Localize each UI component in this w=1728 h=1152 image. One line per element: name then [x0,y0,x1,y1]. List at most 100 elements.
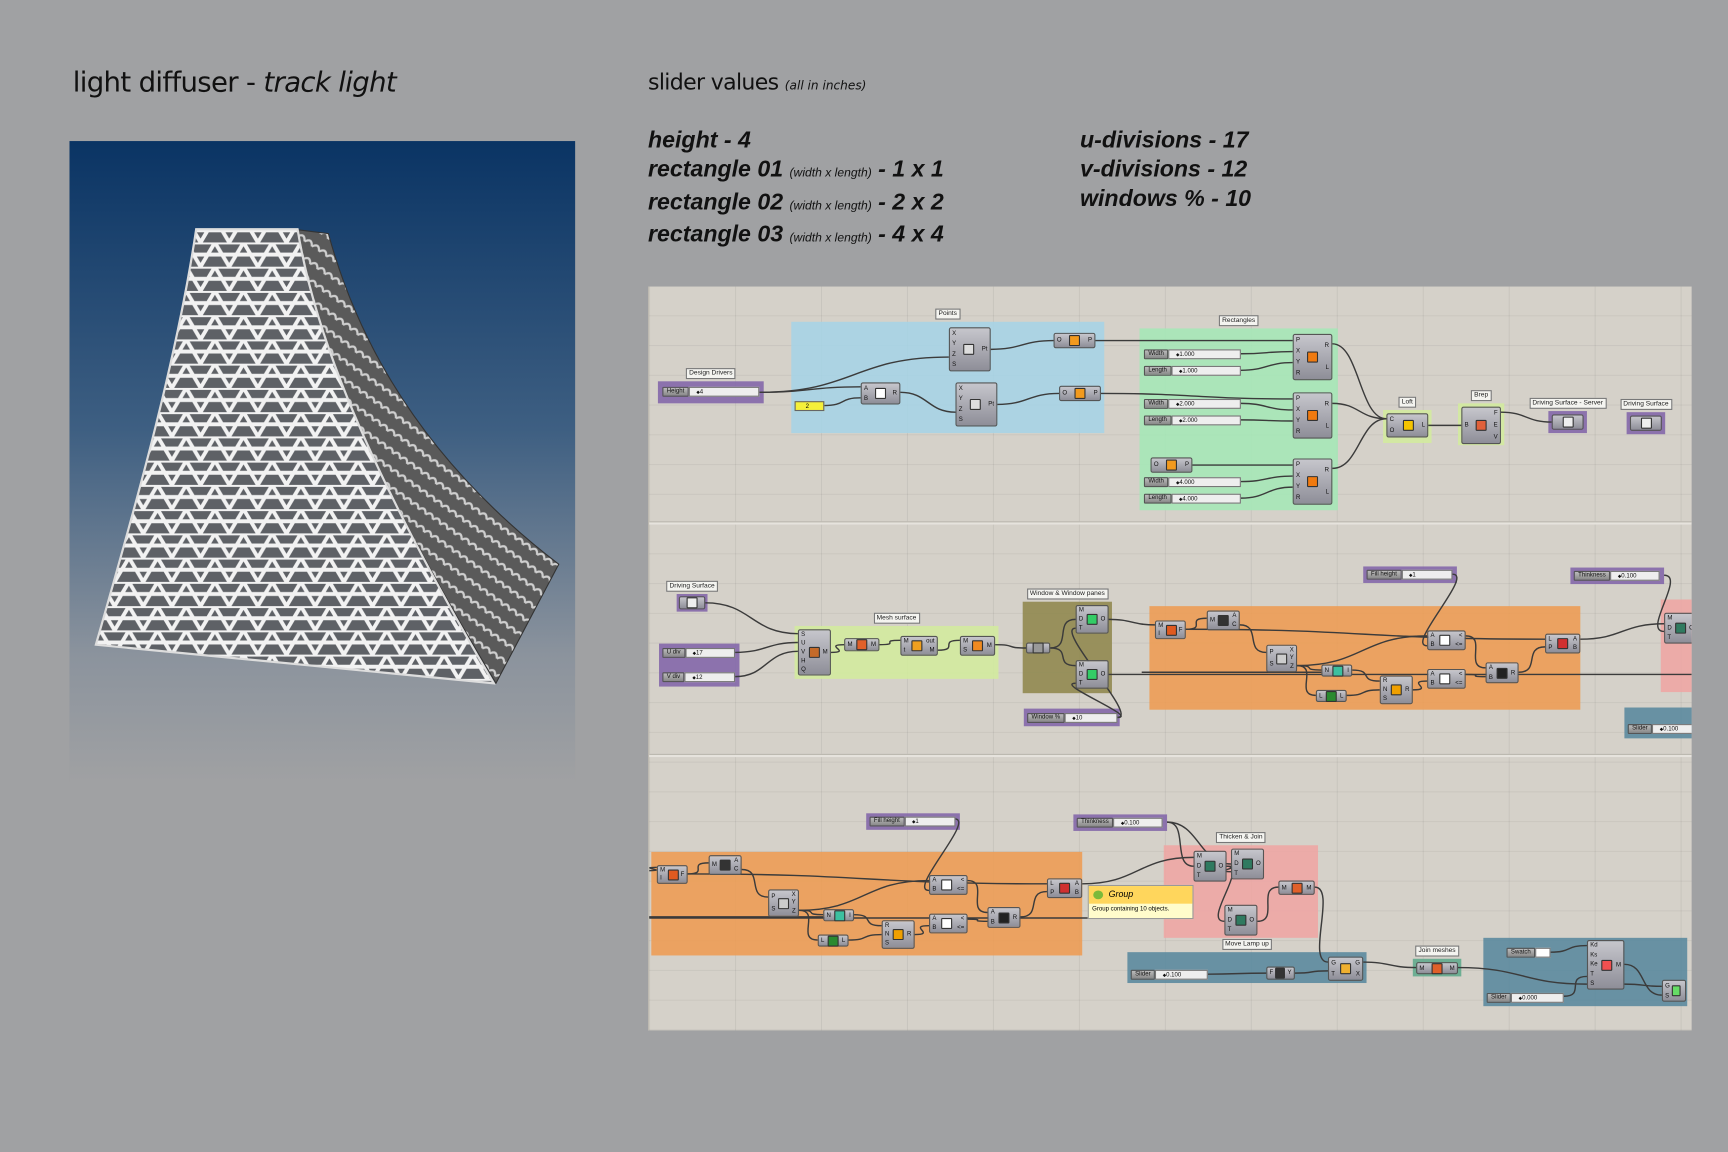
number-slider[interactable]: Width4.000 [1143,477,1241,488]
output-port[interactable]: X [1289,646,1294,654]
input-port[interactable]: D [1196,862,1202,870]
number-slider[interactable]: Slider0.000 [1486,992,1564,1003]
output-port[interactable]: B [1074,889,1079,896]
input-port[interactable]: S [771,906,776,913]
input-port[interactable]: Ke [1590,961,1598,969]
output-port[interactable]: <= [957,886,965,893]
input-port[interactable]: P [1295,461,1301,469]
input-port[interactable]: D [1078,671,1084,678]
input-port[interactable]: M [903,638,909,645]
input-port[interactable]: R [1295,428,1301,436]
input-port[interactable]: Y [952,340,957,348]
output-port[interactable]: Pt [981,346,988,353]
output-port[interactable]: P [1088,337,1093,344]
input-port[interactable]: Y [1295,359,1301,366]
input-port[interactable]: A [990,909,995,917]
output-port[interactable]: A [734,857,739,864]
output-port[interactable]: R [1324,467,1330,474]
input-port[interactable]: L [1548,635,1552,643]
output-port[interactable]: X [791,891,796,898]
input-port[interactable]: Kd [1590,942,1598,950]
output-port[interactable]: A [1572,635,1578,643]
output-port[interactable]: < [960,877,965,884]
slider-value[interactable]: 0.100 [1113,817,1163,828]
swatch[interactable]: Swatch [1506,947,1551,958]
input-port[interactable]: A [1430,632,1435,640]
input-port[interactable]: Ks [1590,952,1598,959]
slider-value[interactable]: 4.000 [1168,477,1241,488]
input-port[interactable]: X [1295,472,1301,480]
number-slider[interactable]: Slider0.100 [1627,724,1692,734]
input-port[interactable]: H [801,657,806,665]
input-port[interactable]: T [1078,624,1083,632]
output-port[interactable]: Z [791,908,796,915]
output-port[interactable]: P [1093,390,1098,397]
input-port[interactable]: M [1078,662,1084,669]
input-port[interactable]: U [801,640,806,647]
input-port[interactable]: N [884,931,890,938]
input-port[interactable]: M [1234,851,1240,858]
number-slider[interactable]: Fill height1 [869,816,956,827]
slider-value[interactable]: 2.000 [1168,398,1241,409]
slider-value[interactable]: 0.000 [1510,992,1564,1003]
number-slider[interactable]: Width2.000 [1143,398,1241,409]
output-port[interactable]: O [1256,860,1261,868]
input-port[interactable]: O [1056,337,1062,344]
component-surface-param[interactable] [678,596,706,610]
input-port[interactable]: G [1665,982,1670,990]
slider-value[interactable]: 1 [904,816,956,827]
output-port[interactable]: Z [1290,663,1294,671]
output-port[interactable]: < [1458,632,1463,640]
output-port[interactable]: M [929,646,935,654]
output-port[interactable]: Pt [988,401,995,408]
output-port[interactable]: X [1355,970,1360,978]
input-port[interactable]: Y [1295,417,1301,425]
input-port[interactable]: X [952,330,957,337]
input-port[interactable]: P [1295,337,1301,344]
input-port[interactable]: B [863,395,869,402]
input-port[interactable]: t [903,646,906,654]
output-port[interactable]: < [960,915,965,923]
output-port[interactable]: R [1405,686,1410,694]
input-port[interactable]: A [932,877,937,884]
swatch-color[interactable] [1535,947,1551,958]
input-port[interactable]: S [1590,980,1595,988]
input-port[interactable]: P [1269,648,1274,656]
input-port[interactable]: R [884,922,890,930]
input-port[interactable]: I [1158,630,1160,638]
input-port[interactable]: T [1667,634,1672,641]
input-port[interactable]: M [1196,853,1202,860]
input-port[interactable]: S [963,646,968,654]
output-port[interactable]: R [1324,401,1330,408]
output-port[interactable]: M [1616,961,1622,969]
input-port[interactable]: B [990,918,995,926]
input-port[interactable]: S [952,361,957,369]
output-port[interactable]: L [1325,423,1330,430]
output-port[interactable]: Y [1289,655,1294,662]
input-port[interactable]: M [1419,964,1425,972]
slider-value[interactable]: 1.000 [1171,365,1241,376]
input-port[interactable]: O [1153,461,1159,469]
output-port[interactable]: M [1306,884,1312,891]
slider-value[interactable]: 2.000 [1171,415,1241,426]
